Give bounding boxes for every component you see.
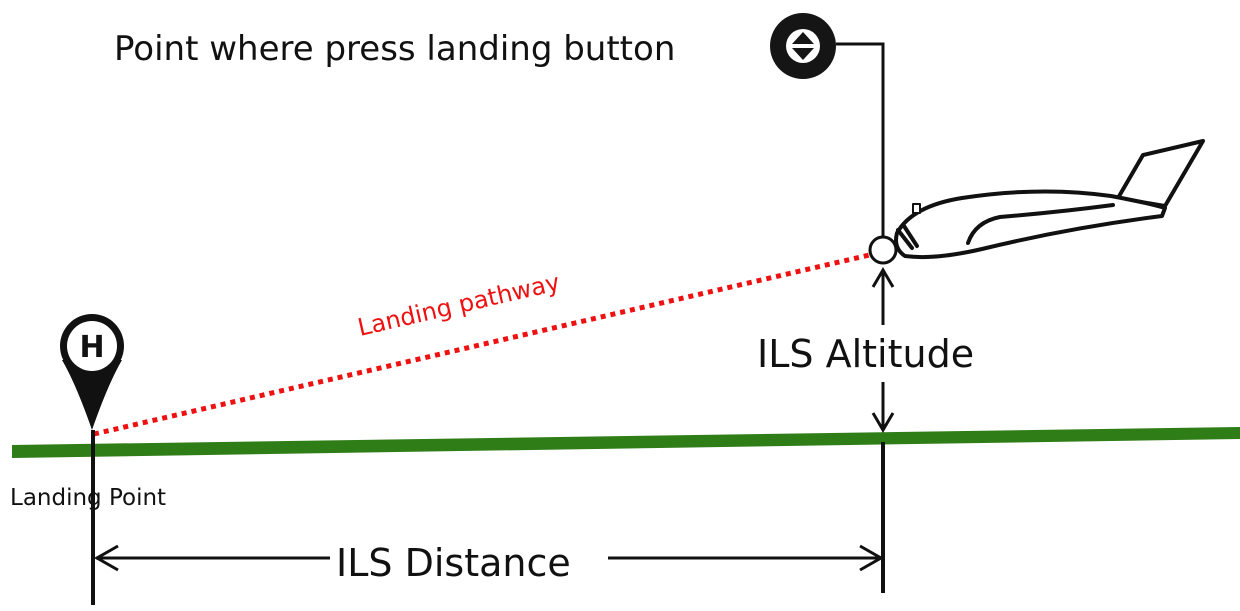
ils-altitude-label: ILS Altitude <box>757 332 974 376</box>
landing-pathway-line <box>93 251 875 437</box>
marker-letter: H <box>79 330 104 365</box>
ils-distance-dimension <box>93 544 885 572</box>
airplane-outline-icon <box>894 139 1205 260</box>
circle-point-icon <box>868 235 898 265</box>
landing-pathway-label: Landing pathway <box>355 268 562 342</box>
map-pin-h-icon: H <box>60 314 124 430</box>
ils-distance-label: ILS Distance <box>336 541 571 585</box>
ground-line <box>12 427 1240 458</box>
up-down-arrows-button-icon <box>770 13 836 79</box>
ils-altitude-dimension <box>871 267 895 433</box>
press-point-callout-line <box>836 42 885 236</box>
landing-point-label: Landing Point <box>10 485 166 511</box>
press-point-label: Point where press landing button <box>114 29 675 69</box>
